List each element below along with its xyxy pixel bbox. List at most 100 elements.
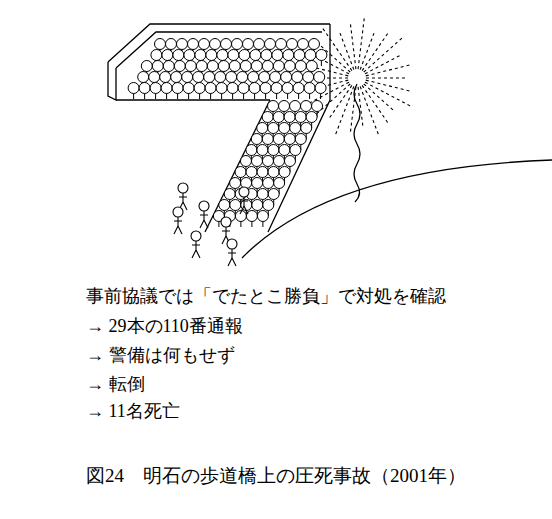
- person-head: [295, 112, 306, 123]
- bridge-edge: [116, 99, 270, 100]
- person-head: [138, 72, 149, 83]
- person-head: [290, 145, 301, 156]
- person-head: [306, 61, 317, 72]
- person-head: [315, 83, 326, 94]
- firework-ray: [350, 24, 355, 69]
- person-head: [294, 50, 305, 61]
- person-head: [292, 72, 303, 83]
- person-head: [250, 50, 261, 61]
- person-head: [279, 101, 290, 112]
- person-head: [183, 83, 194, 94]
- person-head: [218, 61, 229, 72]
- person-head: [273, 112, 284, 123]
- stick-figure: [191, 231, 201, 258]
- person-head: [305, 50, 316, 61]
- figure-body: [192, 241, 200, 258]
- footbridge: [108, 24, 330, 232]
- firework-ray: [365, 82, 410, 106]
- figure-head: [173, 207, 183, 217]
- person-head: [227, 83, 238, 94]
- person-head: [217, 50, 228, 61]
- person-head: [230, 200, 241, 211]
- person-head: [260, 83, 271, 94]
- note-line: → 転倒: [86, 374, 145, 396]
- person-head: [150, 83, 161, 94]
- person-head: [303, 72, 314, 83]
- bridge-edge: [268, 24, 330, 232]
- person-head: [284, 134, 295, 145]
- person-head: [262, 112, 273, 123]
- person-head: [216, 83, 227, 94]
- person-head: [151, 50, 162, 61]
- person-head: [194, 83, 205, 94]
- person-head: [171, 72, 182, 83]
- person-head: [298, 39, 309, 50]
- person-head: [274, 178, 285, 189]
- person-head: [301, 101, 312, 112]
- person-head: [257, 167, 268, 178]
- person-head: [163, 61, 174, 72]
- person-head: [262, 134, 273, 145]
- person-head: [184, 50, 195, 61]
- person-head: [262, 61, 273, 72]
- person-head: [282, 83, 293, 94]
- person-head: [193, 72, 204, 83]
- person-head: [173, 50, 184, 61]
- person-head: [251, 156, 262, 167]
- person-head: [257, 189, 268, 200]
- figure-head: [221, 217, 231, 227]
- person-head: [293, 83, 304, 94]
- person-head: [224, 189, 235, 200]
- person-head: [312, 101, 323, 112]
- person-head: [279, 123, 290, 134]
- person-head: [272, 50, 283, 61]
- person-head: [141, 61, 152, 72]
- firework-ray: [323, 29, 352, 71]
- person-head: [276, 39, 287, 50]
- person-head: [290, 101, 301, 112]
- person-head: [273, 134, 284, 145]
- person-head: [199, 39, 210, 50]
- person-head: [284, 112, 295, 123]
- stick-figure: [239, 187, 249, 214]
- figure-head: [199, 201, 209, 211]
- bridge-wall: [108, 62, 116, 100]
- person-head: [196, 61, 207, 72]
- person-head: [251, 61, 262, 72]
- person-head: [188, 39, 199, 50]
- firework-ray: [336, 86, 354, 134]
- person-head: [246, 211, 257, 222]
- person-head: [237, 72, 248, 83]
- person-head: [295, 61, 306, 72]
- person-head: [166, 39, 177, 50]
- person-head: [249, 83, 260, 94]
- figure-body: [174, 217, 182, 234]
- person-head: [287, 39, 298, 50]
- firework-trail: [354, 84, 360, 202]
- firework-ray: [365, 56, 400, 74]
- person-head: [210, 39, 221, 50]
- figure-head: [191, 231, 201, 241]
- person-head: [254, 39, 265, 50]
- person-head: [284, 156, 295, 167]
- person-head: [268, 167, 279, 178]
- person-head: [268, 123, 279, 134]
- note-line: → 29本の110番通報: [86, 316, 243, 338]
- person-head: [271, 83, 282, 94]
- person-head: [268, 101, 279, 112]
- firework-burst: [299, 18, 410, 134]
- person-head: [263, 178, 274, 189]
- stick-figure: [173, 207, 183, 234]
- person-head: [316, 50, 327, 61]
- firework-ray: [358, 87, 363, 126]
- person-head: [306, 112, 317, 123]
- figure-body: [240, 197, 248, 214]
- person-head: [270, 72, 281, 83]
- person-head: [174, 61, 185, 72]
- person-head: [161, 83, 172, 94]
- person-head: [240, 61, 251, 72]
- firework-ray: [330, 85, 352, 117]
- stick-figure: [199, 201, 209, 228]
- firework-ray: [366, 65, 410, 76]
